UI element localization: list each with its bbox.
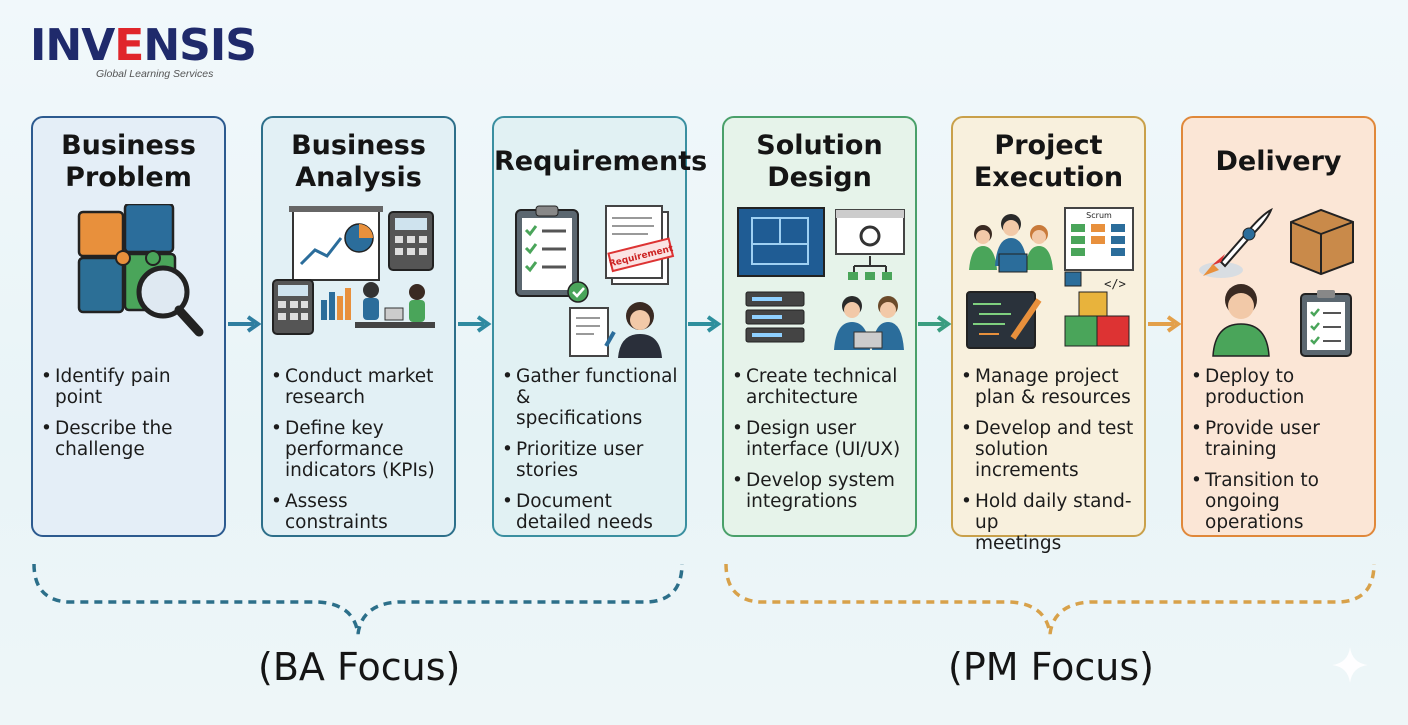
requirements-docs-icon: Requirement: [515, 205, 675, 358]
bullet-item: •Identify pain point: [41, 366, 171, 408]
pm-focus-label: (PM Focus): [948, 645, 1154, 689]
bullet-item: •Prioritize user stories: [502, 439, 644, 481]
stage-delivery: Delivery •Deploy to production •Provide …: [1181, 116, 1376, 537]
flow-arrow-4: [918, 315, 952, 333]
stage-business-analysis: Business Analysis •Conduct market resear…: [261, 116, 456, 537]
flow-arrow-5: [1148, 315, 1182, 333]
bullet-item: •Manage project plan & resources: [961, 366, 1131, 408]
stage-bullets: •Gather functional & specifications •Pri…: [502, 366, 681, 543]
stage-title: Business Problem: [61, 130, 196, 193]
rocket-box-user-icon: [1199, 207, 1354, 357]
ba-focus-label: (BA Focus): [258, 645, 461, 689]
bullet-item: •Develop and test solution increments: [961, 418, 1134, 481]
bullet-item: •Provide user training: [1191, 418, 1320, 460]
ba-focus-brace: [32, 563, 684, 635]
flow-arrow-2: [458, 315, 492, 333]
bullet-item: •Design user interface (UI/UX): [732, 418, 901, 460]
bullet-item: •Develop system integrations: [732, 470, 895, 512]
bullet-item: •Hold daily stand-up meetings: [961, 491, 1132, 554]
bullet-item: •Conduct market research: [271, 366, 434, 408]
flow-arrow-3: [688, 315, 722, 333]
team-scrum-board-icon: Scrum </>: [966, 207, 1134, 349]
bullet-item: •Document detailed needs: [502, 491, 653, 533]
analysis-charts-calculator-icon: [272, 206, 435, 335]
logo-wordmark: INVENSIS: [30, 20, 257, 71]
stage-title: Solution Design: [756, 130, 883, 193]
stage-bullets: •Identify pain point •Describe the chall…: [41, 366, 220, 470]
bullet-item: •Gather functional & specifications: [502, 366, 678, 429]
stage-bullets: •Create technical architecture •Design u…: [732, 366, 911, 522]
stage-requirements: Requirements Requirement •Gather functio…: [492, 116, 708, 537]
bullet-item: •Transition to ongoing operations: [1191, 470, 1319, 533]
stage-title: Business Analysis: [291, 130, 426, 193]
stage-bullets: •Deploy to production •Provide user trai…: [1191, 366, 1370, 543]
flow-arrow-1: [228, 315, 262, 333]
stage-title: Delivery: [1215, 146, 1342, 177]
bullet-item: •Deploy to production: [1191, 366, 1305, 408]
bullet-item: •Assess constraints: [271, 491, 388, 533]
stage-project-execution: Project Execution Scrum </> •Manage proj…: [951, 116, 1146, 554]
stage-title: Project Execution: [973, 130, 1124, 193]
blueprint-server-icon: [737, 207, 905, 350]
sparkle-icon: [1332, 647, 1368, 683]
code-tag-icon: </>: [1104, 277, 1126, 291]
stage-bullets: •Conduct market research •Define key per…: [271, 366, 450, 543]
logo-tagline: Global Learning Services: [96, 68, 214, 80]
stage-solution-design: Solution Design •Create technical archit…: [722, 116, 917, 537]
bullet-item: •Define key performance indicators (KPIs…: [271, 418, 435, 481]
invensis-logo: INVENSIS Global Learning Services: [30, 20, 257, 84]
pm-focus-brace: [724, 563, 1376, 635]
bullet-item: •Create technical architecture: [732, 366, 898, 408]
bullet-item: •Describe the challenge: [41, 418, 173, 460]
stage-title: Requirements: [494, 146, 708, 177]
scrum-board-label: Scrum: [1086, 211, 1112, 220]
puzzle-magnifier-icon: [77, 204, 204, 337]
stage-bullets: •Manage project plan & resources •Develo…: [961, 366, 1140, 564]
stage-business-problem: Business Problem •Identify pain point •D…: [31, 116, 226, 537]
